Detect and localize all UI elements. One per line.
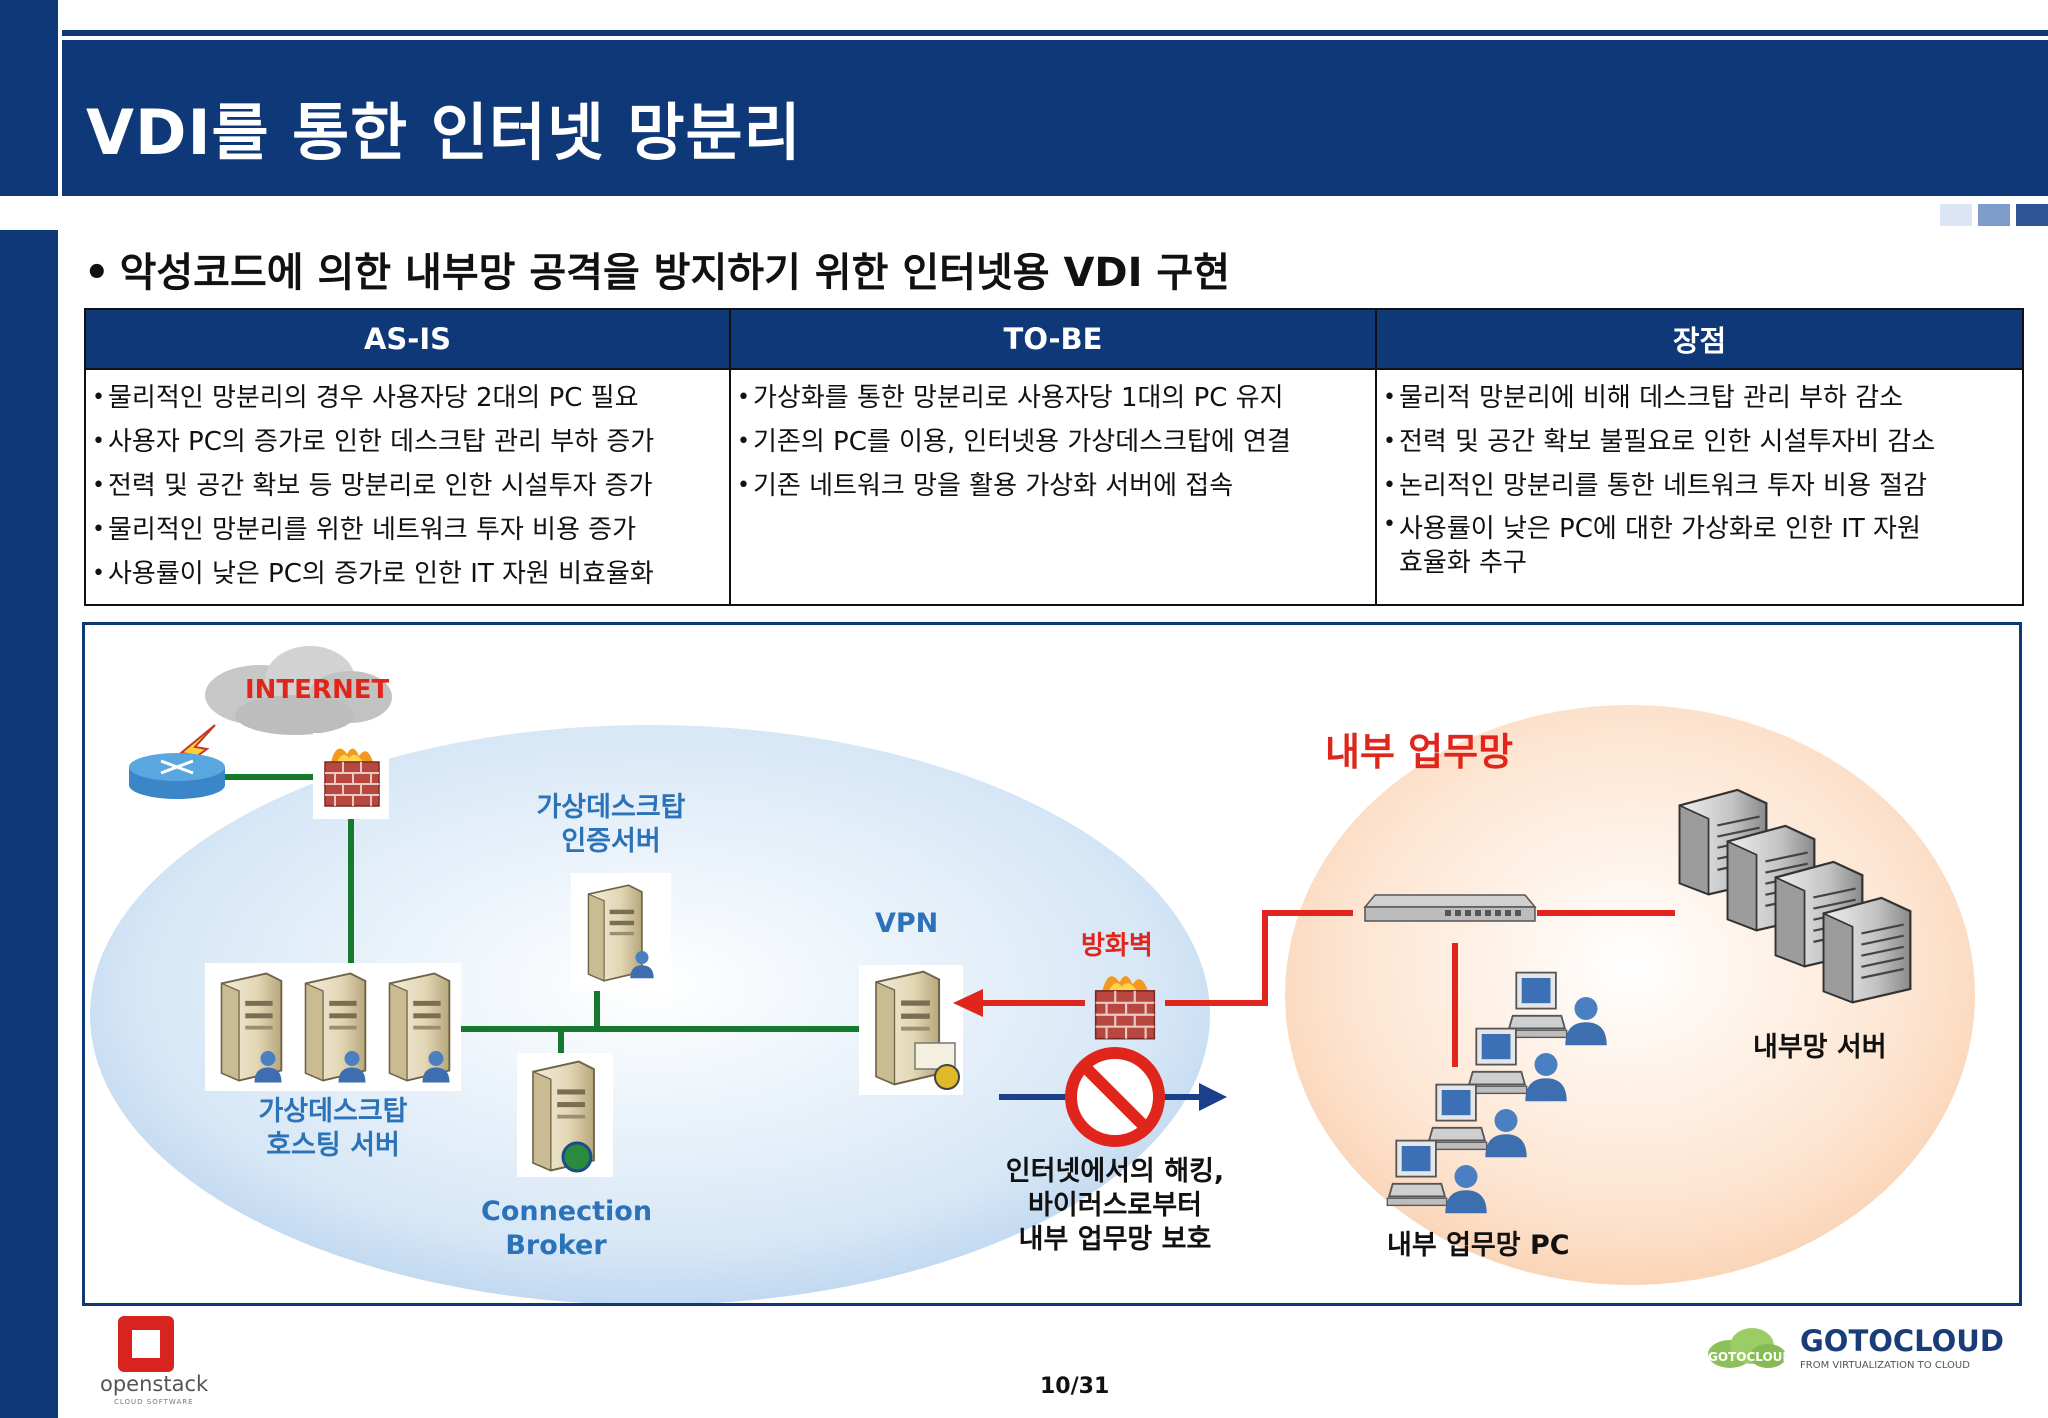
list-item: 물리적인 망분리를 위한 네트워크 투자 비용 증가 xyxy=(90,508,725,552)
list-item: 전력 및 공간 확보 불필요로 인한 시설투자비 감소 xyxy=(1381,420,2018,464)
slide-subtitle: •악성코드에 의한 내부망 공격을 방지하기 위한 인터넷용 VDI 구현 xyxy=(84,250,1231,296)
as-is-cell: 물리적인 망분리의 경우 사용자당 2대의 PC 필요 사용자 PC의 증가로 … xyxy=(84,368,731,606)
list-item: 논리적인 망분리를 통한 네트워크 투자 비용 절감 xyxy=(1381,464,2018,508)
openstack-logo: openstack CLOUD SOFTWARE xyxy=(100,1316,208,1406)
protection-note-line1: 인터넷에서의 해킹, xyxy=(1005,1156,1225,1187)
internal-server-label: 내부망 서버 xyxy=(1753,1032,1887,1063)
vpn-label: VPN xyxy=(875,908,939,939)
hosting-server-label: 가상데스크탑 호스팅 서버 xyxy=(253,1095,413,1163)
list-item: 물리적인 망분리의 경우 사용자당 2대의 PC 필요 xyxy=(90,376,725,420)
auth-server-label-line2: 인증서버 xyxy=(561,826,661,857)
arrow-icon xyxy=(1199,1083,1227,1111)
subtitle-text: 악성코드에 의한 내부망 공격을 방지하기 위한 인터넷용 VDI 구현 xyxy=(119,250,1231,296)
router-icon xyxy=(129,753,225,799)
server-icon xyxy=(587,884,643,982)
firewall-icon xyxy=(323,747,381,808)
gotocloud-cloud-icon xyxy=(1708,1328,1786,1368)
top-rule xyxy=(62,30,2048,36)
left-accent-bar xyxy=(0,0,58,196)
header-benefits: 장점 xyxy=(1375,308,2024,370)
network-diagram: INTERNET 내부 업무망 가상데스크탑 인증서버 VPN 방화벽 가상데스… xyxy=(82,622,2022,1306)
arrow-icon xyxy=(953,989,983,1017)
diagram-graphics xyxy=(90,646,1975,1303)
connection-broker-label-line2: Broker xyxy=(505,1230,607,1261)
list-item: 사용률이 낮은 PC의 증가로 인한 IT 자원 비효율화 xyxy=(90,552,725,596)
openstack-cube-icon xyxy=(118,1316,174,1372)
dmz-zone-ellipse xyxy=(90,725,1210,1303)
no-entry-icon xyxy=(1065,1047,1165,1147)
protection-note-line2: 바이러스로부터 xyxy=(1028,1190,1202,1221)
benefits-cell: 물리적 망분리에 비해 데스크탑 관리 부하 감소 전력 및 공간 확보 불필요… xyxy=(1375,368,2024,606)
comparison-table: AS-IS TO-BE 장점 물리적인 망분리의 경우 사용자당 2대의 PC … xyxy=(84,308,2024,606)
list-item: 사용자 PC의 증가로 인한 데스크탑 관리 부하 증가 xyxy=(90,420,725,464)
decorative-squares xyxy=(1940,204,2048,226)
header-as-is: AS-IS xyxy=(84,308,731,370)
firewall-icon xyxy=(1094,975,1156,1040)
slide-title: VDI를 통한 인터넷 망분리 xyxy=(86,96,802,169)
protection-note: 인터넷에서의 해킹, 바이러스로부터 내부 업무망 보호 xyxy=(995,1155,1235,1257)
left-accent-bar-lower xyxy=(0,230,58,1418)
protection-note-line3: 내부 업무망 보호 xyxy=(1018,1224,1212,1255)
to-be-cell: 가상화를 통한 망분리로 사용자당 1대의 PC 유지 기존의 PC를 이용, … xyxy=(729,368,1377,606)
list-item: 사용률이 낮은 PC에 대한 가상화로 인한 IT 자원 효율화 추구 xyxy=(1381,508,2018,580)
gotocloud-brand: GOTOCLOUD xyxy=(1800,1324,2004,1358)
list-item: 전력 및 공간 확보 등 망분리로 인한 시설투자 증가 xyxy=(90,464,725,508)
slide-header: VDI를 통한 인터넷 망분리 xyxy=(62,40,2048,196)
gotocloud-badge-text: GOTOCLOUD xyxy=(1708,1350,1793,1364)
server-icon xyxy=(1822,896,1912,1004)
switch-icon xyxy=(1363,894,1537,922)
connection-broker-label-line1: Connection xyxy=(481,1196,653,1227)
header-to-be: TO-BE xyxy=(729,308,1377,370)
list-item: 물리적 망분리에 비해 데스크탑 관리 부하 감소 xyxy=(1381,376,2018,420)
gear-icon xyxy=(934,1064,960,1090)
hosting-server-label-line2: 호스팅 서버 xyxy=(266,1130,400,1161)
globe-icon xyxy=(561,1141,593,1173)
internet-label: INTERNET xyxy=(245,675,390,705)
list-item: 가상화를 통한 망분리로 사용자당 1대의 PC 유지 xyxy=(735,376,1371,420)
openstack-logo-text: openstack xyxy=(100,1372,209,1396)
auth-server-label: 가상데스크탑 인증서버 xyxy=(531,791,691,859)
cloud-icon xyxy=(205,646,392,735)
page-number: 10/31 xyxy=(1040,1374,1110,1399)
auth-server-label-line1: 가상데스크탑 xyxy=(536,792,686,823)
list-item: 기존 네트워크 망을 활용 가상화 서버에 접속 xyxy=(735,464,1371,508)
internal-network-label: 내부 업무망 xyxy=(1325,730,1514,774)
gotocloud-logo: GOTOCLOUD GOTOCLOUD FROM VIRTUALIZATION … xyxy=(1706,1316,2006,1376)
connection-broker-label: Connection Broker xyxy=(481,1195,653,1263)
internal-pc-label: 내부 업무망 PC xyxy=(1387,1230,1570,1261)
firewall-label: 방화벽 xyxy=(1081,931,1153,961)
gotocloud-tagline: FROM VIRTUALIZATION TO CLOUD xyxy=(1800,1360,1970,1371)
list-item: 기존의 PC를 이용, 인터넷용 가상데스크탑에 연결 xyxy=(735,420,1371,464)
hosting-server-label-line1: 가상데스크탑 xyxy=(258,1096,408,1127)
openstack-logo-subtext: CLOUD SOFTWARE xyxy=(114,1398,194,1406)
